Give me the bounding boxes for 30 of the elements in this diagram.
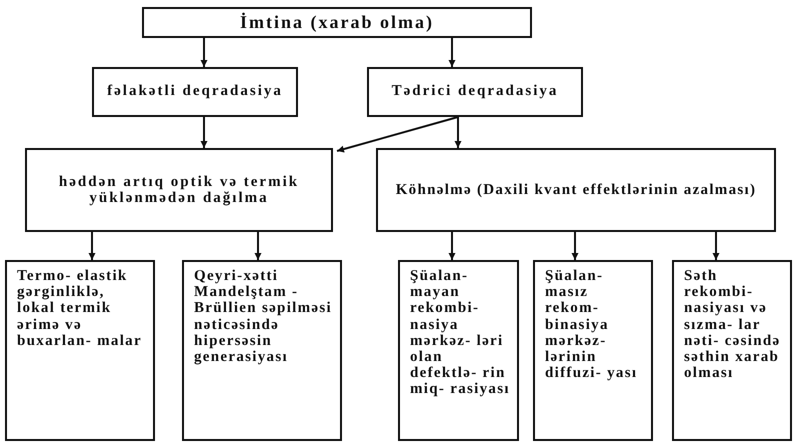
arrow: [200, 38, 208, 67]
box-text: Köhnəlmə (Daxili kvant effektlərinin azalması): [396, 182, 756, 198]
box-text: Şüalan- mayan rekombi- nasiya mərkəz- ləri olan defektlə- rin miq- rasiyası: [410, 268, 511, 398]
box-text: Termo- elastik gərginliklə, lokal termik ərimə və buxarlan- malar: [17, 268, 143, 349]
arrow: [254, 232, 262, 260]
process-box: [5, 260, 155, 441]
arrow: [454, 117, 462, 148]
box-text: Şüalan- masız rekom- binasiya mərkəz- lərinin diffuzi- yası: [545, 268, 638, 382]
process-box: [533, 260, 653, 441]
box-text: İmtina (xarab olma): [240, 12, 434, 32]
box-text: Tədrici deqradasiya: [392, 83, 558, 101]
process-box: [398, 260, 519, 441]
arrow: [572, 232, 578, 260]
arrow: [448, 38, 456, 67]
arrow: [200, 117, 208, 148]
process-box: [182, 260, 342, 441]
arrow: [448, 232, 456, 260]
arrow: [712, 232, 720, 260]
process-box: [672, 260, 792, 441]
process-box: [92, 67, 298, 117]
arrow: [336, 116, 458, 152]
box-text: fəlakətli deqradasiya: [107, 83, 283, 101]
box-text: Səth rekombi- nasiyası və sızma- lar nəti- cəsində səthin xarab olması: [684, 268, 782, 382]
process-box: [142, 7, 532, 38]
box-text: Qeyri-xətti Mandelştam -Brüllien səpilməsi nəticəsində hipersəsin generasiyası: [194, 268, 333, 366]
process-box: [25, 148, 333, 232]
process-box: [376, 148, 776, 232]
process-box: [367, 67, 583, 117]
arrow: [88, 232, 96, 260]
box-text: həddən artıq optik və termik yüklənmədən dağılma: [58, 174, 300, 206]
